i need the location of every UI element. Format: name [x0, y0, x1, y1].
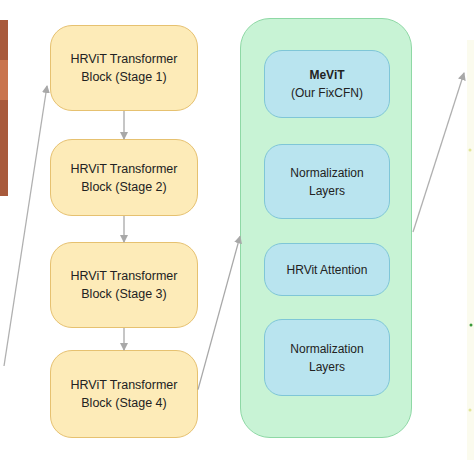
cropped-image-fragment	[467, 40, 474, 460]
stage-box: HRViT Transformer Block (Stage 3)	[50, 242, 198, 328]
node-sublabel: (Our FixCFN)	[291, 84, 363, 102]
node-label: MeViT	[309, 66, 344, 84]
module-box: Normalization Layers	[264, 144, 390, 219]
flow-arrow	[123, 216, 124, 242]
flow-arrow	[123, 328, 124, 350]
cropped-image-fragment	[470, 324, 473, 327]
node-label: HRViT Transformer Block (Stage 2)	[68, 160, 180, 196]
stage-box: HRViT Transformer Block (Stage 2)	[50, 139, 198, 216]
cropped-image-fragment	[0, 20, 8, 196]
node-label: Normalization Layers	[277, 340, 377, 376]
module-box: HRVit Attention	[264, 243, 390, 296]
block-container: MeViT(Our FixCFN)Normalization LayersHRV…	[240, 18, 412, 438]
cropped-image-fragment	[469, 149, 472, 152]
output-leader-line	[413, 73, 464, 232]
flow-arrow	[198, 236, 240, 389]
input-leader-line	[4, 86, 47, 366]
node-label: Normalization Layers	[277, 164, 377, 200]
node-label: HRViT Transformer Block (Stage 3)	[68, 267, 180, 303]
node-label: HRVit Attention	[287, 261, 368, 279]
node-label: HRViT Transformer Block (Stage 1)	[68, 50, 180, 86]
cropped-image-fragment	[469, 409, 472, 412]
cropped-image-fragment	[0, 60, 8, 100]
stage-box: HRViT Transformer Block (Stage 1)	[50, 25, 198, 111]
flow-arrow	[123, 111, 124, 139]
stage-box: HRViT Transformer Block (Stage 4)	[50, 350, 198, 438]
module-box: Normalization Layers	[264, 319, 390, 396]
module-box: MeViT(Our FixCFN)	[264, 50, 390, 118]
node-label: HRViT Transformer Block (Stage 4)	[68, 376, 180, 412]
